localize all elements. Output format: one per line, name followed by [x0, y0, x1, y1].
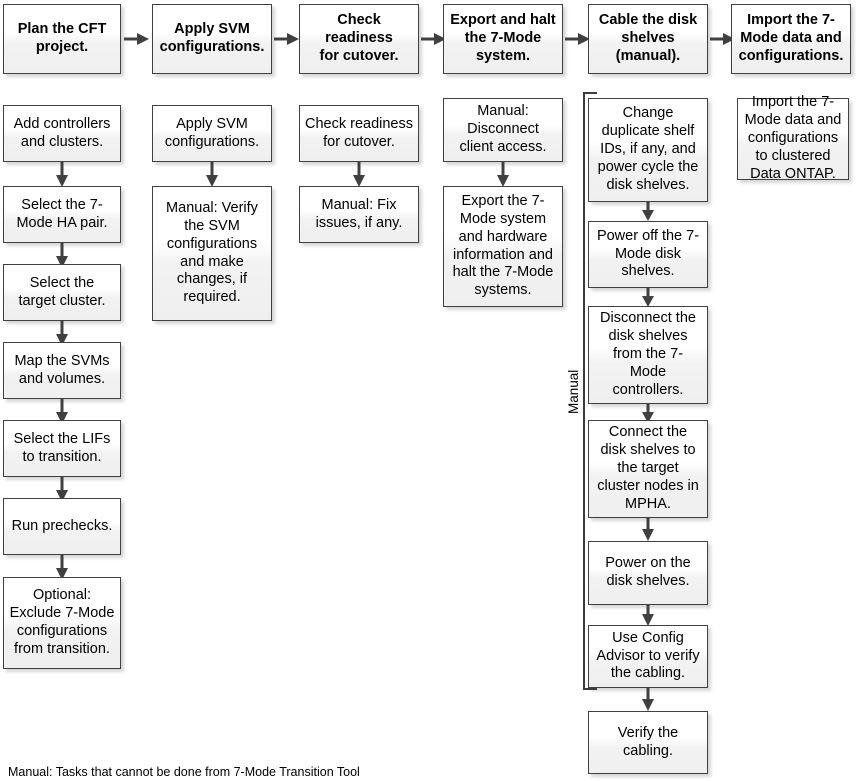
step-arrow-c1-2: [54, 243, 70, 269]
manual-bracket-label: Manual: [566, 369, 581, 414]
step-arrow-c1-4: [54, 399, 70, 425]
phase-arrow-4: [565, 31, 591, 47]
step-box-power-on-shelves[interactable]: Power on the disk shelves.: [588, 541, 708, 605]
phase-box-cable[interactable]: Cable the disk shelves (manual).: [588, 4, 708, 74]
phase-box-export[interactable]: Export and halt the 7-Mode system.: [443, 4, 563, 74]
step-box-connect-shelves-target[interactable]: Connect the disk shelves to the target c…: [588, 420, 708, 518]
step-box-power-off-shelves[interactable]: Power off the 7- Mode disk shelves.: [588, 221, 708, 288]
step-box-map-svms[interactable]: Map the SVMs and volumes.: [3, 342, 121, 399]
step-box-manual-verify-svm[interactable]: Manual: Verify the SVM configurations an…: [152, 186, 272, 321]
phase-box-import[interactable]: Import the 7- Mode data and configuratio…: [731, 4, 851, 74]
step-arrow-c1-6: [54, 555, 70, 581]
step-arrow-c5-4: [640, 518, 656, 542]
step-arrow-c5-3: [640, 404, 656, 424]
step-box-select-lifs[interactable]: Select the LIFs to transition.: [3, 420, 121, 477]
step-arrow-c1-5: [54, 477, 70, 503]
step-arrow-c4-1: [495, 162, 511, 188]
step-box-apply-svm-configs[interactable]: Apply SVM configurations.: [152, 105, 272, 162]
phase-arrow-3: [421, 31, 447, 47]
manual-bracket: [583, 92, 597, 690]
phase-box-apply[interactable]: Apply SVM configurations.: [152, 4, 272, 74]
phase-arrow-5: [710, 31, 736, 47]
step-box-manual-fix-issues[interactable]: Manual: Fix issues, if any.: [299, 186, 419, 243]
phase-box-plan[interactable]: Plan the CFT project.: [3, 4, 121, 74]
step-arrow-c2-1: [204, 162, 220, 188]
step-box-run-prechecks[interactable]: Run prechecks.: [3, 498, 121, 555]
step-box-optional-exclude[interactable]: Optional: Exclude 7-Mode configurations …: [3, 577, 121, 669]
step-box-disconnect-shelves[interactable]: Disconnect the disk shelves from the 7- …: [588, 306, 708, 404]
step-box-check-readiness[interactable]: Check readiness for cutover.: [299, 105, 419, 162]
step-box-export-7mode-info[interactable]: Export the 7- Mode system and hardware i…: [443, 186, 563, 307]
step-box-verify-cabling[interactable]: Verify the cabling.: [588, 711, 708, 774]
phase-arrow-2: [274, 31, 300, 47]
footnote-manual-definition: Manual: Tasks that cannot be done from 7…: [8, 765, 360, 779]
step-box-change-shelf-ids[interactable]: Change duplicate shelf IDs, if any, and …: [588, 98, 708, 202]
step-arrow-c5-6: [640, 688, 656, 712]
phase-box-readiness[interactable]: Check readiness for cutover.: [299, 4, 419, 74]
step-box-use-config-advisor[interactable]: Use Config Advisor to verify the cabling…: [588, 625, 708, 688]
step-box-select-ha-pair[interactable]: Select the 7- Mode HA pair.: [3, 186, 121, 243]
step-arrow-c5-2: [640, 288, 656, 308]
step-box-select-target-cluster[interactable]: Select the target cluster.: [3, 264, 121, 321]
step-box-add-controllers[interactable]: Add controllers and clusters.: [3, 105, 121, 162]
step-box-import-to-cdot[interactable]: Import the 7- Mode data and configuratio…: [737, 94, 849, 182]
step-arrow-c5-1: [640, 202, 656, 222]
step-arrow-c1-3: [54, 321, 70, 347]
step-box-manual-disconnect-clients[interactable]: Manual: Disconnect client access.: [443, 98, 563, 162]
step-arrow-c1-1: [54, 162, 70, 188]
step-arrow-c5-5: [640, 605, 656, 627]
phase-arrow-1: [124, 31, 150, 47]
step-arrow-c3-1: [351, 162, 367, 188]
